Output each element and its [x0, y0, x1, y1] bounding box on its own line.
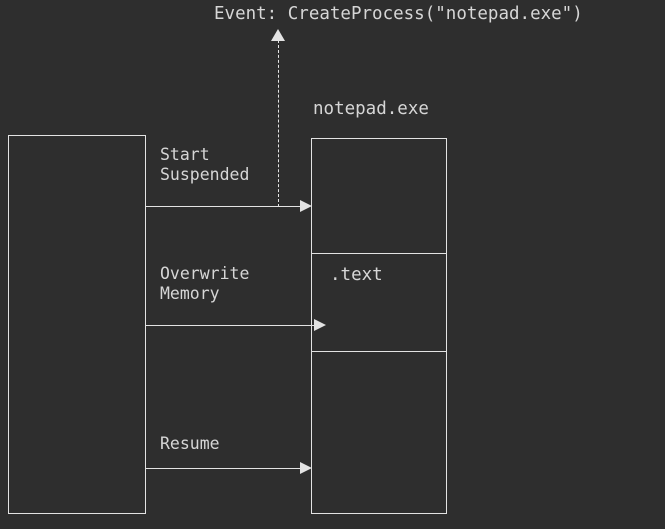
host-process-box: [8, 135, 146, 514]
transition-label-overwrite-memory-line2: Memory: [160, 284, 220, 303]
transition-label-overwrite-memory-line1: Overwrite: [160, 264, 250, 283]
transition-arrow-overwrite-memory-icon: [314, 318, 326, 331]
transition-arrow-start-suspended-icon: [300, 199, 312, 212]
target-section-divider-top: [311, 253, 447, 254]
transition-line-overwrite-memory: [145, 325, 315, 326]
target-process-box: [311, 138, 447, 514]
transition-label-resume: Resume: [160, 434, 220, 454]
target-process-title: notepad.exe: [313, 99, 429, 119]
transition-line-resume: [145, 468, 305, 469]
transition-arrow-resume-icon: [300, 461, 312, 474]
event-arrow-up-icon: [270, 29, 285, 41]
event-dashed-connector: [278, 40, 279, 207]
transition-label-resume-line1: Resume: [160, 434, 220, 453]
transition-line-start-suspended: [145, 206, 305, 207]
transition-label-start-suspended-line2: Suspended: [160, 165, 250, 184]
target-section-label-text: .text: [330, 265, 383, 285]
transition-label-start-suspended-line1: Start: [160, 145, 210, 164]
event-banner-text: Event: CreateProcess("notepad.exe"): [214, 4, 583, 24]
target-section-divider-bottom: [311, 351, 447, 352]
